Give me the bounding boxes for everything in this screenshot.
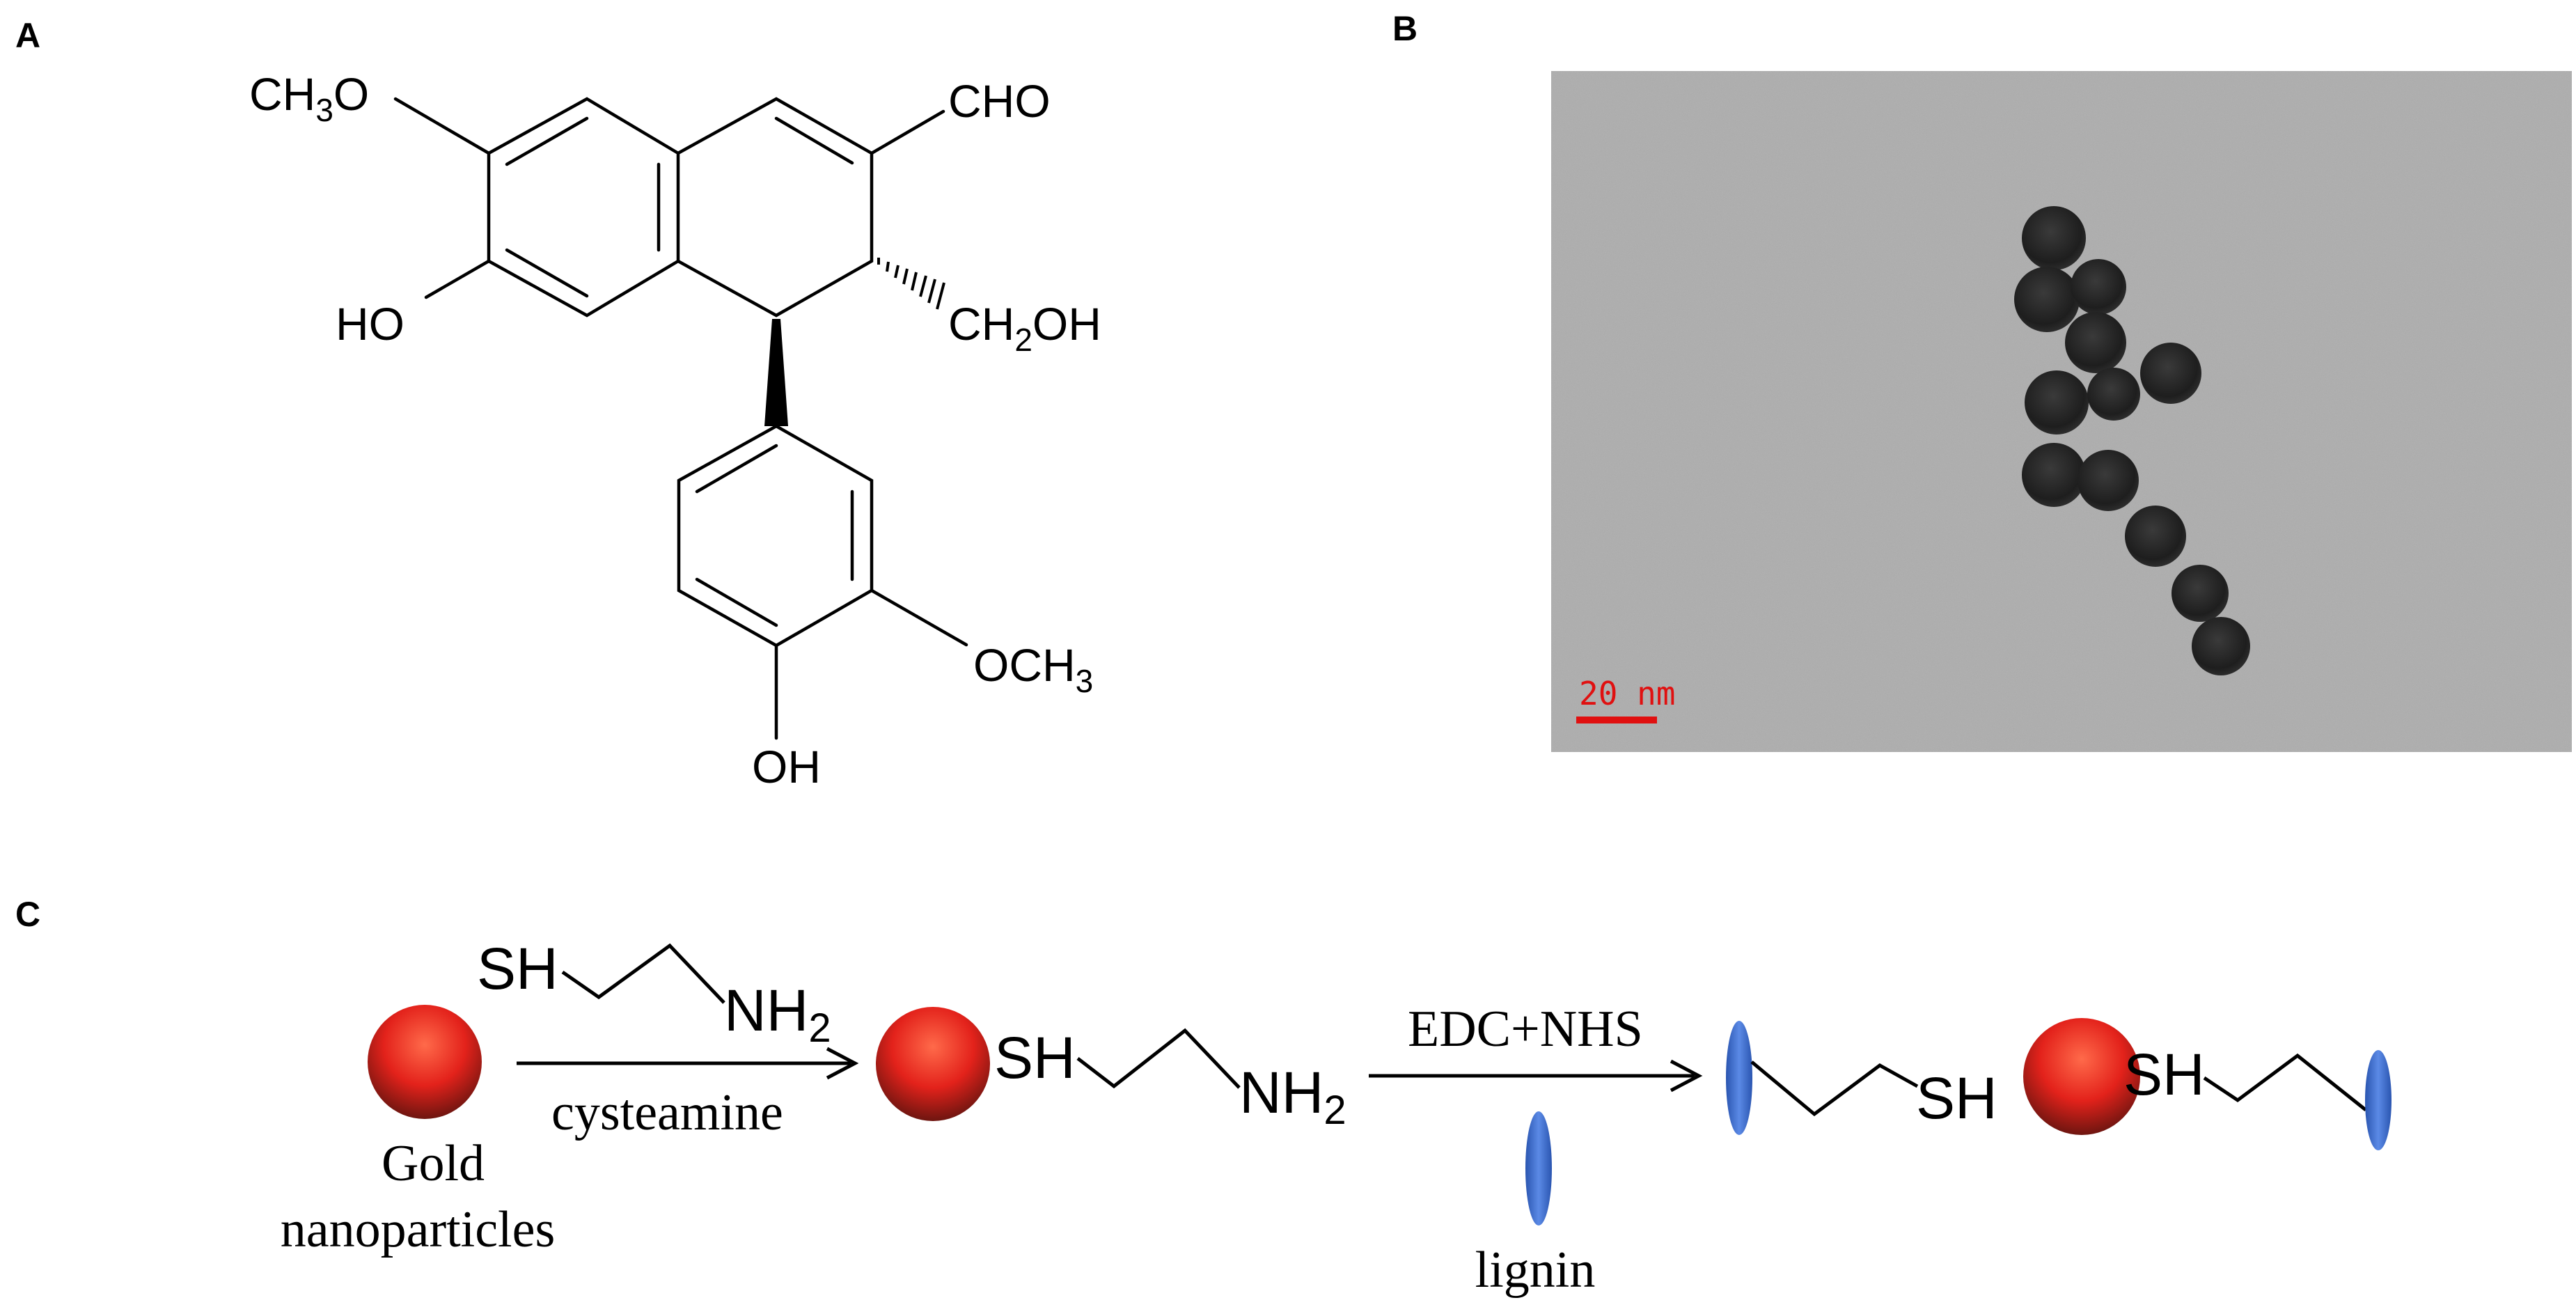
reagent-edc-nhs: EDC+NHS xyxy=(1408,1001,1643,1058)
label-ch2oh: CH2OH xyxy=(948,298,1101,358)
label-ho: HO xyxy=(336,298,405,350)
panel-label-a: A xyxy=(15,16,40,55)
reagent-lignin: lignin xyxy=(1475,1242,1596,1299)
cysteamine-nh2: NH2 xyxy=(724,978,831,1051)
nanoparticle-cluster xyxy=(2014,206,2250,675)
gold-nanoparticle-2 xyxy=(876,1007,990,1121)
tem-micrograph: 20 nm xyxy=(1551,71,2572,752)
cysteamine-chain xyxy=(561,943,725,1004)
phenyl-ring xyxy=(677,424,874,648)
panel-label-b: B xyxy=(1392,9,1417,48)
aromatic-ring-left xyxy=(487,97,680,318)
bond-ho xyxy=(424,259,491,299)
gold-nanoparticle-3 xyxy=(2023,1018,2140,1135)
arrow-1-head xyxy=(826,1047,859,1080)
bond-ch3o xyxy=(393,97,491,155)
double-bond xyxy=(774,116,854,165)
double-bond xyxy=(695,577,778,627)
label-och3: OCH3 xyxy=(973,639,1093,699)
double-bond xyxy=(505,248,589,298)
arrow-2-head xyxy=(1670,1059,1703,1093)
dihydro-ring-right xyxy=(676,97,874,318)
double-bond xyxy=(695,444,778,494)
modified-chain xyxy=(1076,1028,1241,1089)
panel-label-c: C xyxy=(15,895,40,934)
gold-label-line2: nanoparticles xyxy=(281,1201,556,1258)
product-sh-left: SH xyxy=(1916,1065,1997,1131)
product-sh-right: SH xyxy=(2123,1042,2205,1107)
bond-och3 xyxy=(870,588,968,647)
lignin-left xyxy=(1726,1021,1752,1135)
product-chain-right xyxy=(2203,1053,2367,1111)
lignin-reagent xyxy=(1525,1111,1552,1226)
gold-label-line1: Gold xyxy=(382,1135,485,1192)
chemical-structure: CH3O CHO HO CH2OH OCH3 OH xyxy=(249,68,1101,792)
reagent-cysteamine: cysteamine xyxy=(551,1084,783,1141)
modified-nh2: NH2 xyxy=(1239,1060,1346,1133)
bold-wedge xyxy=(764,319,788,426)
lignin-right xyxy=(2365,1050,2392,1150)
gold-nanoparticle-1 xyxy=(368,1005,482,1119)
label-cho: CHO xyxy=(948,75,1051,127)
scale-bar-label: 20 nm xyxy=(1579,675,1675,712)
label-ch3o: CH3O xyxy=(249,68,369,128)
cysteamine-sh: SH xyxy=(477,936,558,1001)
modified-sh: SH xyxy=(994,1025,1076,1090)
bond-cho xyxy=(870,109,945,155)
hashed-wedge xyxy=(877,258,945,310)
reaction-scheme: Gold nanoparticles SH NH2 cysteamine SH … xyxy=(281,936,2392,1299)
label-oh: OH xyxy=(752,741,821,792)
double-bond xyxy=(505,116,589,166)
product-chain-left xyxy=(1750,1061,1919,1117)
